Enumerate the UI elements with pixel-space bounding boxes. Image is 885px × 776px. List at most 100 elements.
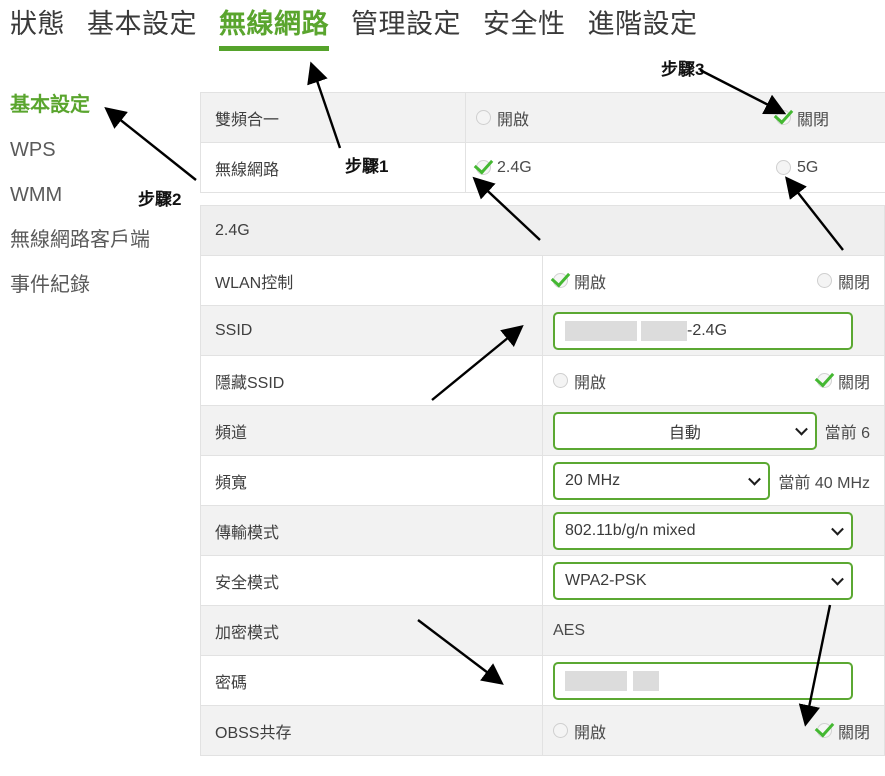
row-value-obss: 開啟 關閉 <box>542 705 885 756</box>
row-label-transmission-mode: 傳輸模式 <box>200 505 543 556</box>
row-label-obss: OBSS共存 <box>200 705 543 756</box>
settings-panel: 雙頻合一 開啟 關閉 無線網路 <box>200 92 885 756</box>
radio-icon-unchecked <box>776 160 791 175</box>
bandwidth-select-value: 20 MHz <box>565 471 621 489</box>
radio-label-hide-ssid-on: 開啟 <box>574 374 607 392</box>
radio-option-obss-on[interactable]: 開啟 <box>553 719 817 743</box>
radio-icon-unchecked <box>476 110 491 125</box>
ssid-input[interactable]: -2.4G <box>553 311 853 350</box>
table-row-bandwidth: 頻寬 20 MHz 當前 40 MHz <box>200 455 885 506</box>
radio-option-dual-band-off[interactable]: 關閉 <box>776 106 829 130</box>
annotation-step2: 步驟2 <box>138 190 182 209</box>
sidebar-item-wmm-label: WMM <box>10 184 63 206</box>
table-row-ssid: SSID -2.4G <box>200 305 885 356</box>
row-label-encryption-mode: 加密模式 <box>200 605 543 656</box>
active-tab-underline <box>219 46 329 51</box>
table-row-wlan-control: WLAN控制 開啟 關閉 <box>200 255 885 306</box>
nav-tab-basic-settings-label: 基本設定 <box>87 9 197 39</box>
table-row-dual-band: 雙頻合一 開啟 關閉 <box>200 92 885 143</box>
row-value-dual-band: 開啟 關閉 <box>465 92 885 143</box>
table-row-transmission-mode: 傳輸模式 802.11b/g/n mixed <box>200 505 885 556</box>
radio-icon-unchecked <box>553 373 568 388</box>
row-value-ssid: -2.4G <box>542 305 885 356</box>
chevron-down-icon <box>794 422 808 436</box>
section-header-24g: 2.4G <box>200 205 885 256</box>
password-input[interactable] <box>553 661 853 700</box>
sidebar-menu: 基本設定 WPS WMM 無線網路客戶端 事件紀錄 <box>10 92 190 317</box>
sidebar-item-wireless-clients-label: 無線網路客戶端 <box>10 229 150 251</box>
band-selection-table: 雙頻合一 開啟 關閉 無線網路 <box>200 92 885 193</box>
table-row-obss: OBSS共存 開啟 關閉 <box>200 705 885 756</box>
transmission-mode-select[interactable]: 802.11b/g/n mixed <box>553 511 853 550</box>
nav-tab-security[interactable]: 安全性 <box>481 4 568 54</box>
section-header-24g-label: 2.4G <box>200 205 885 256</box>
bandwidth-select[interactable]: 20 MHz <box>553 461 771 500</box>
nav-tab-admin-settings-label: 管理設定 <box>351 9 461 39</box>
row-label-hide-ssid: 隱藏SSID <box>200 355 543 406</box>
sidebar-item-wps-label: WPS <box>10 139 56 161</box>
chevron-down-icon <box>831 522 844 536</box>
radio-label-wlan-on: 開啟 <box>574 274 607 292</box>
radio-label-dual-band-on: 開啟 <box>497 111 530 129</box>
chevron-down-icon <box>831 572 844 586</box>
channel-select-value: 自動 <box>668 424 701 442</box>
sidebar-item-wps[interactable]: WPS <box>10 137 190 163</box>
table-row-password: 密碼 <box>200 655 885 706</box>
row-value-password <box>542 655 885 706</box>
sidebar-item-event-log-label: 事件紀錄 <box>10 274 90 296</box>
nav-tab-security-label: 安全性 <box>483 9 566 39</box>
wireless-24g-settings-table: 2.4G WLAN控制 開啟 關閉 <box>200 205 885 756</box>
nav-tab-wireless-label: 無線網路 <box>219 9 329 39</box>
row-label-wlan-control: WLAN控制 <box>200 255 543 306</box>
radio-option-obss-off[interactable]: 關閉 <box>816 719 870 743</box>
table-row-channel: 頻道 自動 當前 6 <box>200 405 885 456</box>
row-value-security-mode: WPA2-PSK <box>542 555 885 606</box>
radio-option-wlan-on[interactable]: 開啟 <box>553 269 817 293</box>
row-label-bandwidth: 頻寬 <box>200 455 543 506</box>
bandwidth-current-label: 當前 40 MHz <box>778 474 870 492</box>
redacted-block <box>633 670 659 691</box>
radio-label-dual-band-off: 關閉 <box>797 111 830 129</box>
radio-icon-unchecked <box>816 273 832 288</box>
table-row-hide-ssid: 隱藏SSID 開啟 關閉 <box>200 355 885 406</box>
radio-icon-checked <box>816 723 832 738</box>
nav-tab-basic-settings[interactable]: 基本設定 <box>85 4 199 54</box>
annotation-step1: 步驟1 <box>345 157 389 176</box>
row-value-encryption-mode: AES <box>542 605 885 656</box>
row-value-transmission-mode: 802.11b/g/n mixed <box>542 505 885 556</box>
radio-icon-unchecked <box>553 723 568 738</box>
redacted-block <box>641 320 687 341</box>
sidebar-item-basic-settings[interactable]: 基本設定 <box>10 92 190 118</box>
table-row-encryption-mode: 加密模式 AES <box>200 605 885 656</box>
sidebar-item-event-log[interactable]: 事件紀錄 <box>10 272 190 298</box>
nav-tab-wireless[interactable]: 無線網路 <box>217 4 331 54</box>
row-value-wireless-network: 2.4G 5G <box>465 142 885 193</box>
row-label-security-mode: 安全模式 <box>200 555 543 606</box>
section-spacer <box>200 193 885 205</box>
security-mode-select[interactable]: WPA2-PSK <box>553 561 853 600</box>
radio-option-dual-band-on[interactable]: 開啟 <box>476 106 776 130</box>
radio-icon-checked <box>476 160 491 175</box>
sidebar-item-wireless-clients[interactable]: 無線網路客戶端 <box>10 227 190 253</box>
nav-tab-admin-settings[interactable]: 管理設定 <box>349 4 463 54</box>
radio-label-obss-off: 關閉 <box>837 724 870 742</box>
table-row-security-mode: 安全模式 WPA2-PSK <box>200 555 885 606</box>
radio-option-hide-ssid-off[interactable]: 關閉 <box>816 369 870 393</box>
nav-tab-advanced-settings[interactable]: 進階設定 <box>586 4 700 54</box>
nav-tab-advanced-settings-label: 進階設定 <box>587 9 698 39</box>
nav-tab-status[interactable]: 狀態 <box>8 4 67 54</box>
sidebar-item-wmm[interactable]: WMM <box>10 182 190 208</box>
radio-option-band-5g[interactable]: 5G <box>776 159 818 177</box>
radio-option-band-24g[interactable]: 2.4G <box>476 159 776 177</box>
radio-icon-checked <box>776 110 791 125</box>
radio-option-wlan-off[interactable]: 關閉 <box>816 269 870 293</box>
row-label-channel: 頻道 <box>200 405 543 456</box>
annotation-step3: 步驟3 <box>661 60 705 79</box>
row-value-wlan-control: 開啟 關閉 <box>542 255 885 306</box>
radio-label-hide-ssid-off: 關閉 <box>837 374 870 392</box>
chevron-down-icon <box>748 472 762 486</box>
channel-select[interactable]: 自動 <box>553 411 817 450</box>
radio-option-hide-ssid-on[interactable]: 開啟 <box>553 369 817 393</box>
redacted-block <box>565 670 627 691</box>
